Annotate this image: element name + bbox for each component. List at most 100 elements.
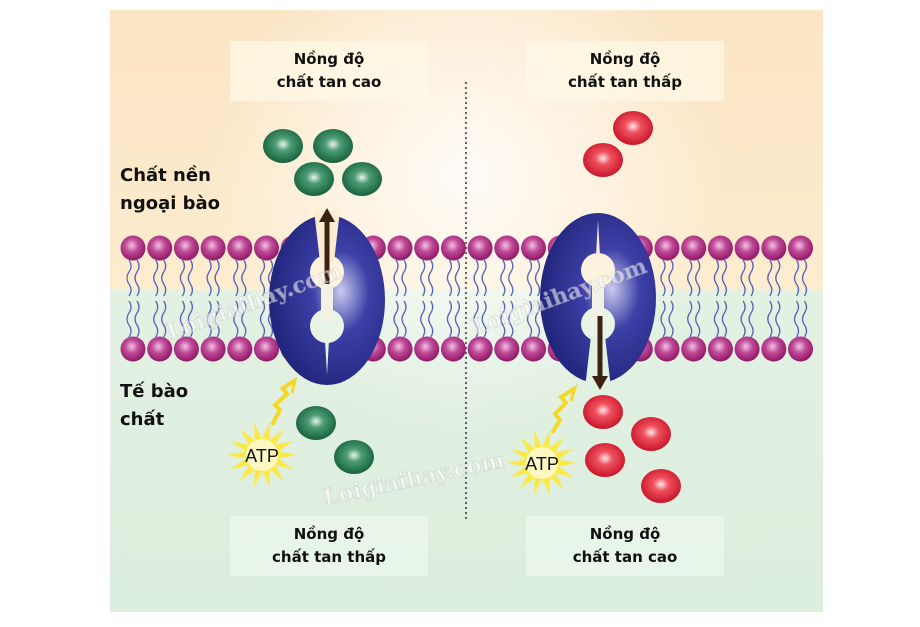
phospholipid-head-inner xyxy=(681,336,707,362)
transport-arrow-up-head xyxy=(319,208,335,222)
phospholipid-head-outer xyxy=(147,235,173,261)
phospholipid-head-inner xyxy=(387,336,413,362)
lipid-tail-upper xyxy=(187,259,194,297)
lipid-tails xyxy=(446,259,461,338)
phospholipid-head-inner xyxy=(200,336,226,362)
lipid-tail-upper xyxy=(259,259,266,297)
solute-red-low xyxy=(613,111,653,145)
binding-cavity-lower xyxy=(310,309,344,343)
lipid-tail-upper xyxy=(801,259,808,297)
phospholipid-head-inner xyxy=(654,336,680,362)
lipid-tails xyxy=(393,259,407,338)
lipid-tail-upper xyxy=(454,259,461,297)
phospholipid-head-outer xyxy=(494,235,520,261)
lipid-tails xyxy=(740,259,754,338)
lipid-tail-upper xyxy=(481,259,487,297)
label-line: chất tan thấp xyxy=(568,73,682,91)
lipid-tail-upper xyxy=(508,259,514,297)
lipid-tails xyxy=(687,259,701,338)
phospholipid-head-inner xyxy=(227,336,253,362)
lipid-tail-lower xyxy=(740,300,746,338)
lipid-tails xyxy=(660,259,674,338)
phospholipid-head-inner xyxy=(494,336,520,362)
phospholipid-head-outer xyxy=(654,235,680,261)
solute-red-low xyxy=(583,143,623,177)
solute-red-high xyxy=(585,443,625,477)
atp-star-core xyxy=(526,447,558,479)
lipid-tail-lower xyxy=(660,300,666,338)
phospholipid-head-outer xyxy=(387,235,413,261)
lipid-tail-lower xyxy=(481,300,487,338)
lipid-tail-upper xyxy=(668,259,674,297)
lipid-tail-upper xyxy=(153,259,159,297)
lipid-tail-upper xyxy=(695,259,701,297)
lipid-tail-lower xyxy=(393,300,399,338)
lipid-tails xyxy=(793,259,808,338)
lipid-tails xyxy=(526,259,541,338)
lipid-tail-upper xyxy=(241,259,247,297)
lipid-tail-upper xyxy=(393,259,399,297)
lipid-tails xyxy=(420,259,434,338)
phospholipid-head-outer xyxy=(120,235,146,261)
phospholipid-head-inner xyxy=(414,336,440,362)
phospholipid-head-outer xyxy=(227,235,253,261)
lipid-tail-upper xyxy=(214,259,220,297)
solute-red-high xyxy=(583,395,623,429)
phospholipid-head-outer xyxy=(707,235,733,261)
phospholipid-head-inner xyxy=(440,336,466,362)
energy-bolt-left-tip xyxy=(280,376,298,394)
solute-green-low xyxy=(296,406,336,440)
lipid-tails xyxy=(179,259,194,338)
phospholipid-head-inner xyxy=(467,336,493,362)
lipid-tail-lower xyxy=(668,300,674,338)
phospholipid-head-inner xyxy=(147,336,173,362)
binding-cavity-upper xyxy=(581,253,615,287)
lipid-tail-lower xyxy=(721,300,728,338)
channel-neck xyxy=(592,278,604,320)
phospholipid-head-inner xyxy=(788,336,813,362)
channel-slit-bottom xyxy=(325,340,329,375)
label-cytoplasm: Tế bào chất xyxy=(120,378,188,434)
lipid-tails xyxy=(206,259,220,338)
lipid-tail-lower xyxy=(713,300,720,338)
lipid-tail-lower xyxy=(695,300,701,338)
label-line: Nồng độ xyxy=(293,50,365,68)
label-right-bottom-concentration: Nồng độ chất tan cao xyxy=(526,516,724,576)
lipid-tail-lower xyxy=(126,300,132,338)
atp-energy-right: ATP xyxy=(507,430,577,496)
solute-green-high xyxy=(294,162,334,196)
lipid-tail-lower xyxy=(454,300,461,338)
label-line: Nồng độ xyxy=(589,50,661,68)
atp-star-core xyxy=(246,439,278,471)
lipid-tail-upper xyxy=(179,259,186,297)
phospholipid-head-outer xyxy=(734,235,760,261)
label-left-bottom-concentration: Nồng độ chất tan thấp xyxy=(230,516,428,576)
lipid-tail-lower xyxy=(206,300,212,338)
transport-arrow-down-head xyxy=(592,376,608,390)
lipid-tail-lower xyxy=(473,300,479,338)
lipid-tails xyxy=(767,259,781,338)
lipid-tail-lower xyxy=(134,300,140,338)
solute-red-high xyxy=(641,469,681,503)
lipid-tail-lower xyxy=(153,300,159,338)
lipid-tail-lower xyxy=(534,300,541,338)
phospholipid-head-outer xyxy=(414,235,440,261)
lipid-tail-lower xyxy=(259,300,266,338)
energy-bolt-right-tip xyxy=(560,384,578,402)
lipid-tails xyxy=(713,259,728,338)
lipid-tail-lower xyxy=(428,300,434,338)
phospholipid-head-inner xyxy=(707,336,733,362)
lipid-tail-lower xyxy=(187,300,194,338)
solute-red-high xyxy=(631,417,671,451)
atp-label: ATP xyxy=(245,446,279,466)
phospholipid-head-outer xyxy=(521,235,546,261)
atp-energy-left: ATP xyxy=(227,422,297,488)
lipid-tail-upper xyxy=(401,259,407,297)
lipid-tail-lower xyxy=(775,300,781,338)
phospholipid-head-inner xyxy=(734,336,760,362)
label-line: Nồng độ xyxy=(589,525,661,543)
lipid-tail-upper xyxy=(526,259,533,297)
lipid-tail-upper xyxy=(534,259,541,297)
